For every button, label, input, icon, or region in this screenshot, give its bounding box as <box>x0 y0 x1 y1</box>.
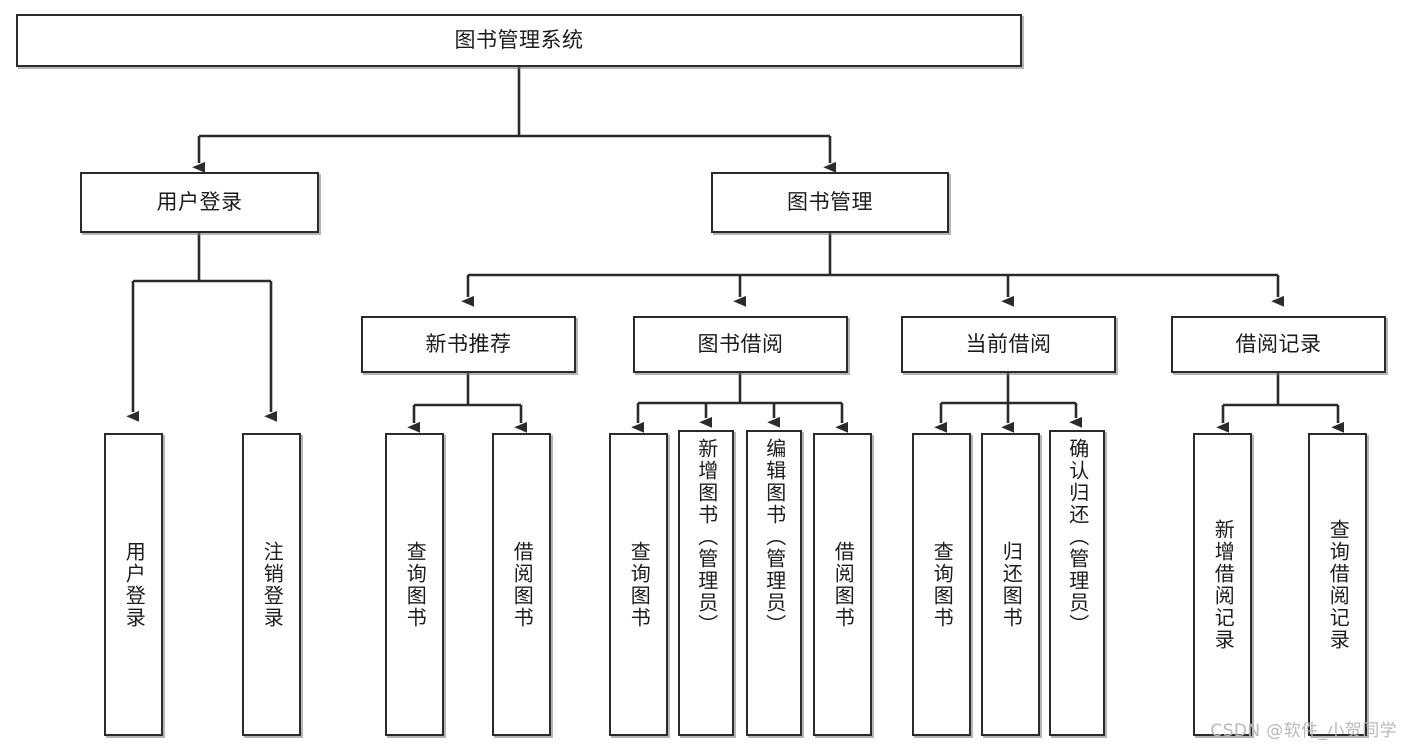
node-book-manage-label: 图书管理 <box>787 189 873 214</box>
node-current-borrow-label: 当前借阅 <box>965 331 1052 356</box>
node-leaf-add-book[interactable]: 新增图书（管理员） <box>678 430 734 736</box>
node-leaf-query-book-3[interactable]: 查询图书 <box>912 433 971 736</box>
node-leaf-borrow-book-2[interactable]: 借阅图书 <box>813 433 872 736</box>
node-leaf-add-book-label: 新增图书（管理员） <box>694 438 719 636</box>
node-leaf-confirm-return-label: 确认归还（管理员） <box>1065 438 1090 636</box>
node-leaf-query-book-1-label: 查询图书 <box>403 540 428 629</box>
node-book-manage[interactable]: 图书管理 <box>711 172 949 233</box>
node-leaf-query-record-label: 查询借阅记录 <box>1326 518 1351 651</box>
node-leaf-query-record[interactable]: 查询借阅记录 <box>1308 433 1367 736</box>
node-borrow-record[interactable]: 借阅记录 <box>1171 316 1386 373</box>
node-leaf-edit-book-label: 编辑图书（管理员） <box>762 438 787 636</box>
node-root-label: 图书管理系统 <box>454 27 584 52</box>
node-new-book-recommend-label: 新书推荐 <box>425 331 512 356</box>
csdn-watermark: CSDN @软件_小贺同学 <box>1210 721 1397 741</box>
node-user-login[interactable]: 用户登录 <box>80 172 319 233</box>
node-book-borrow[interactable]: 图书借阅 <box>633 316 848 373</box>
node-leaf-logout-login-label: 注销登录 <box>260 540 285 629</box>
node-new-book-recommend[interactable]: 新书推荐 <box>361 316 576 373</box>
node-current-borrow[interactable]: 当前借阅 <box>901 316 1116 373</box>
node-leaf-logout-login[interactable]: 注销登录 <box>242 433 301 736</box>
node-leaf-confirm-return[interactable]: 确认归还（管理员） <box>1049 430 1105 736</box>
node-leaf-borrow-book-1[interactable]: 借阅图书 <box>492 433 551 736</box>
node-leaf-edit-book[interactable]: 编辑图书（管理员） <box>746 430 802 736</box>
node-leaf-query-book-2[interactable]: 查询图书 <box>609 433 668 736</box>
node-leaf-return-book-label: 归还图书 <box>999 540 1024 629</box>
node-root[interactable]: 图书管理系统 <box>16 14 1022 67</box>
node-leaf-user-login-label: 用户登录 <box>122 540 147 629</box>
node-leaf-query-book-1[interactable]: 查询图书 <box>385 433 444 736</box>
node-book-borrow-label: 图书借阅 <box>697 331 784 356</box>
node-borrow-record-label: 借阅记录 <box>1235 331 1322 356</box>
node-leaf-add-record-label: 新增借阅记录 <box>1211 518 1236 651</box>
node-leaf-borrow-book-1-label: 借阅图书 <box>510 540 535 629</box>
node-leaf-borrow-book-2-label: 借阅图书 <box>831 540 856 629</box>
node-user-login-label: 用户登录 <box>156 189 243 214</box>
node-leaf-add-record[interactable]: 新增借阅记录 <box>1193 433 1252 736</box>
node-leaf-user-login[interactable]: 用户登录 <box>104 433 163 736</box>
node-leaf-query-book-2-label: 查询图书 <box>627 540 652 629</box>
node-leaf-query-book-3-label: 查询图书 <box>930 540 955 629</box>
node-leaf-return-book[interactable]: 归还图书 <box>981 433 1040 736</box>
